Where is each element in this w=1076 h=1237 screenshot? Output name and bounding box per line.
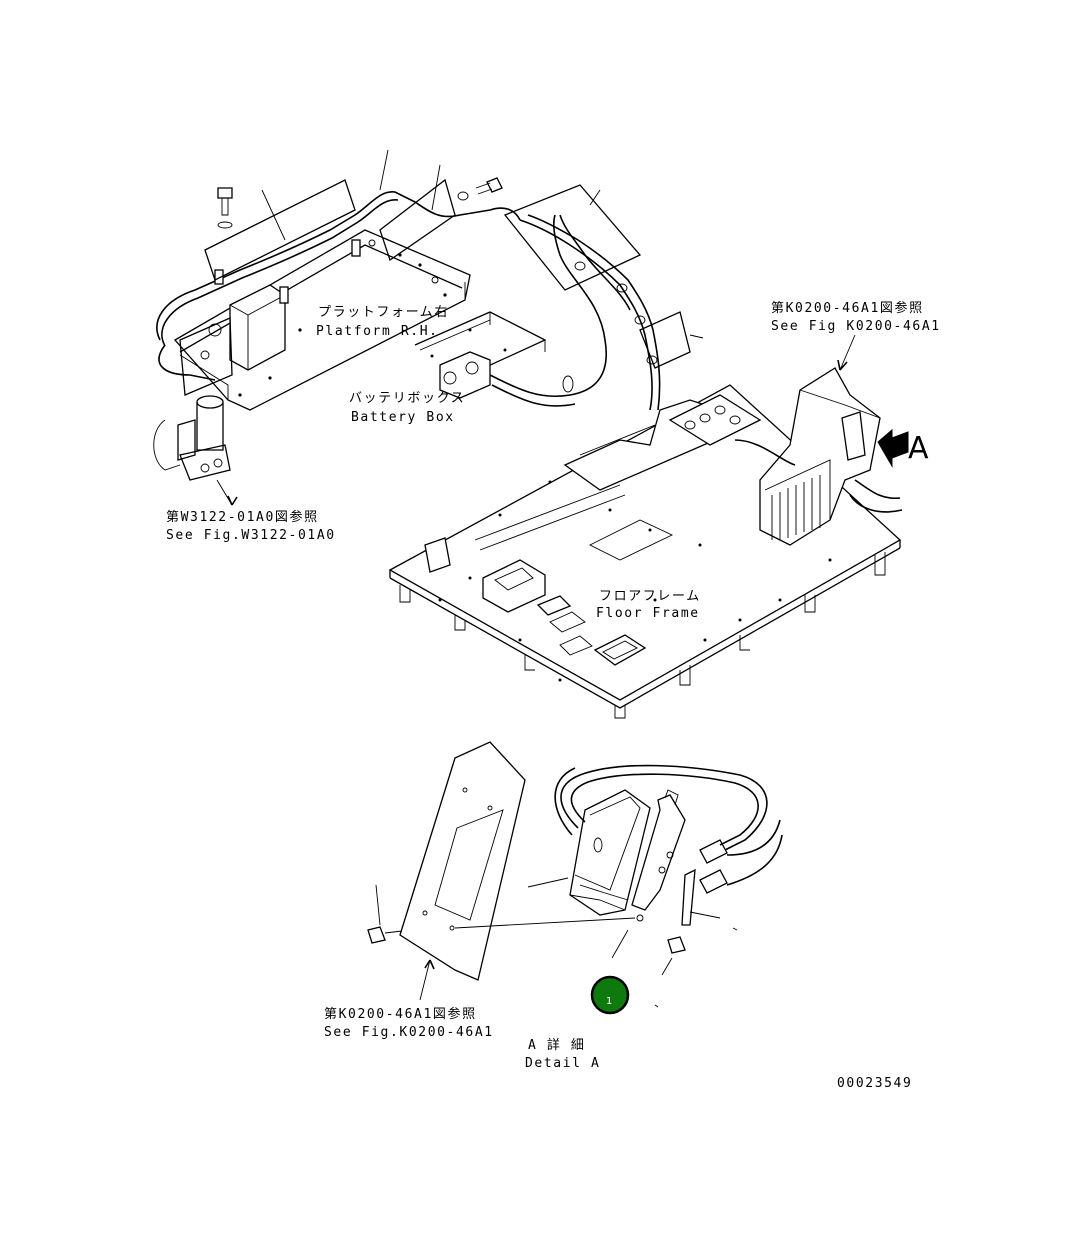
label-view-a: A [908, 431, 929, 466]
battery-box-assembly [414, 214, 631, 407]
label-battery-box-jp: バッテリボックス [349, 391, 465, 406]
label-ref-w3122-en: See Fig.W3122-01A0 [166, 528, 336, 543]
vent-louvers [771, 475, 821, 540]
hose-routing [503, 184, 704, 411]
floor-frame-assembly [388, 334, 909, 719]
drawing-number: 00023549 [837, 1076, 912, 1091]
label-battery-box-en: Battery Box [351, 410, 455, 425]
label-floor-frame-en: Floor Frame [596, 606, 700, 621]
detail-a-assembly [367, 741, 783, 1008]
label-floor-frame-jp: フロアフレーム [599, 589, 701, 604]
platform-rh-assembly [156, 149, 521, 411]
label-detail-a-en: Detail A [525, 1056, 600, 1071]
callout-number: 1 [606, 996, 612, 1007]
callout-1[interactable]: 1 [590, 975, 630, 1015]
view-arrow-a [877, 428, 909, 468]
label-platform-rh-jp: プラットフォーム右 [318, 305, 449, 320]
fuel-water-separator [153, 344, 238, 506]
label-ref-k0200-bottom-en: See Fig.K0200-46A1 [324, 1025, 494, 1040]
label-ref-k0200-top-jp: 第K0200-46A1図参照 [771, 300, 924, 316]
label-ref-k0200-bottom-jp: 第K0200-46A1図参照 [324, 1006, 477, 1022]
label-ref-w3122-jp: 第W3122-01A0図参照 [166, 509, 319, 525]
label-platform-rh-en: Platform R.H. [316, 324, 439, 339]
label-detail-a-jp: A 詳 細 [528, 1037, 585, 1053]
label-ref-k0200-top-en: See Fig K0200-46A1 [771, 319, 941, 334]
